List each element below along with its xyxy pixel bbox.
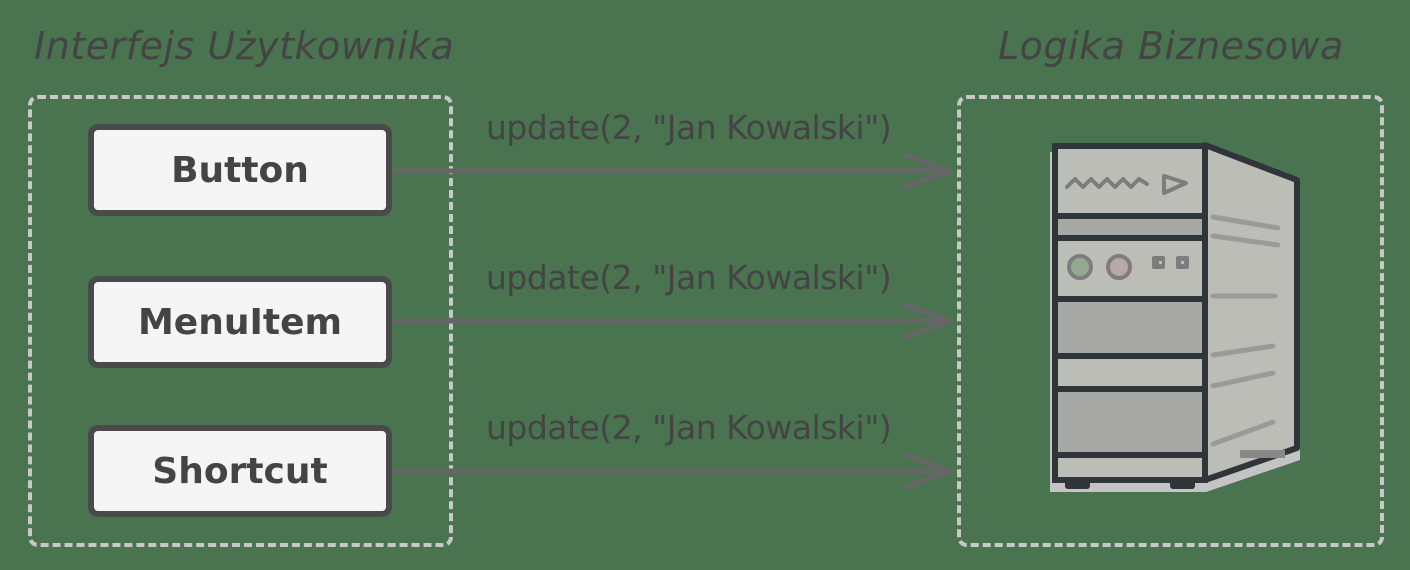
server-tower-icon: [1050, 142, 1300, 492]
call-label-button: update(2, "Jan Kowalski"): [486, 108, 892, 147]
ui-group-title: Interfejs Użytkownika: [34, 24, 455, 68]
shortcut-component: Shortcut: [88, 425, 392, 517]
arrow-menuitem-to-logic: [389, 302, 953, 340]
arrow-shortcut-to-logic: [389, 452, 953, 490]
menuitem-component: MenuItem: [88, 276, 392, 368]
button-component: Button: [88, 124, 392, 216]
business-logic-group-container: [957, 95, 1384, 547]
business-logic-group-title: Logika Biznesowa: [998, 24, 1344, 68]
arrow-button-to-logic: [389, 152, 953, 190]
call-label-shortcut: update(2, "Jan Kowalski"): [486, 408, 892, 447]
call-label-menuitem: update(2, "Jan Kowalski"): [486, 258, 892, 297]
